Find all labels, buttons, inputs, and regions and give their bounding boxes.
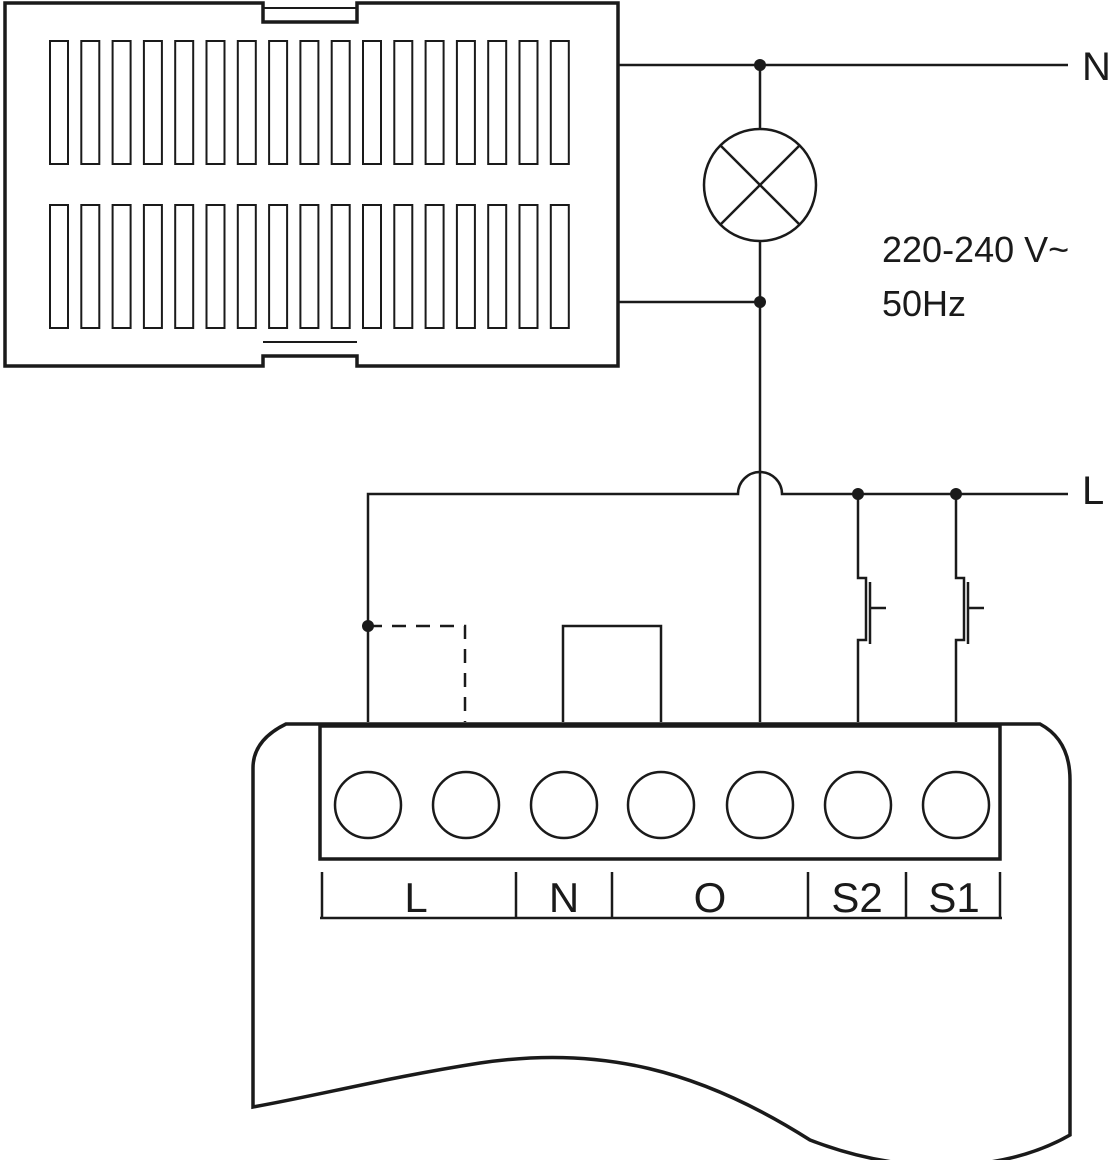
vent-slot bbox=[549, 40, 570, 165]
vent-slot bbox=[424, 40, 445, 165]
vent-slot bbox=[518, 40, 539, 165]
vent-slot bbox=[299, 40, 320, 165]
vent-slot bbox=[393, 204, 414, 329]
vent-slot bbox=[455, 204, 476, 329]
terminal-screw-icon bbox=[823, 770, 893, 840]
neutral-bridge bbox=[561, 624, 663, 722]
vent-slot bbox=[330, 204, 351, 329]
vent-slot bbox=[362, 204, 382, 329]
terminal-label-l: L bbox=[404, 874, 427, 921]
vent-slot bbox=[174, 40, 195, 165]
terminal-screw-icon bbox=[626, 770, 696, 840]
vent-slot bbox=[330, 40, 351, 165]
terminal-label-s2: S2 bbox=[831, 874, 882, 921]
terminal-label-n: N bbox=[549, 874, 579, 921]
line-label: L bbox=[1082, 469, 1104, 513]
frequency-label: 50Hz bbox=[882, 283, 966, 324]
terminal-screw-icon bbox=[529, 770, 599, 840]
terminal-label-o: O bbox=[694, 874, 727, 921]
vent-slot bbox=[142, 40, 163, 165]
terminal-label-bar: L N O S2 S1 bbox=[320, 872, 1002, 921]
vent-slot bbox=[487, 204, 508, 329]
vent-slot bbox=[205, 204, 226, 329]
output-wire bbox=[618, 296, 766, 722]
pushbutton-icon bbox=[954, 494, 984, 722]
voltage-label: 220-240 V~ bbox=[882, 229, 1069, 270]
vent-slot bbox=[111, 204, 132, 329]
vent-slot bbox=[268, 40, 289, 165]
vent-slot bbox=[205, 40, 226, 165]
vent-slot bbox=[549, 204, 570, 329]
vent-slot bbox=[362, 40, 382, 165]
vent-slot bbox=[518, 204, 539, 329]
terminal-screw-icon bbox=[725, 770, 795, 840]
vent-slot bbox=[299, 204, 320, 329]
power-supply-module-icon bbox=[3, 1, 620, 368]
terminal-screw-icon bbox=[333, 770, 403, 840]
vent-slots-top bbox=[49, 40, 570, 165]
vent-slot bbox=[455, 40, 476, 165]
vent-slot bbox=[487, 40, 508, 165]
vent-slot bbox=[424, 204, 445, 329]
vent-slot bbox=[268, 204, 289, 329]
neutral-wire bbox=[618, 59, 1068, 71]
vent-slot bbox=[49, 40, 69, 165]
vent-slot bbox=[49, 204, 69, 329]
vent-slot bbox=[111, 40, 132, 165]
vent-slot bbox=[142, 204, 163, 329]
lamp-icon bbox=[702, 65, 818, 302]
vent-slot bbox=[236, 204, 257, 329]
terminal-screw-icon bbox=[921, 770, 991, 840]
device-body bbox=[251, 722, 1072, 1160]
vent-slot bbox=[174, 204, 195, 329]
pushbutton-icon bbox=[856, 494, 886, 722]
vent-slot bbox=[80, 40, 101, 165]
neutral-label: N bbox=[1082, 45, 1110, 89]
terminal-label-s1: S1 bbox=[928, 874, 979, 921]
terminal-screw-icon bbox=[431, 770, 501, 840]
optional-bridge bbox=[368, 624, 467, 722]
vent-slot bbox=[80, 204, 101, 329]
terminal-screws bbox=[333, 770, 991, 840]
line-wire bbox=[362, 470, 1068, 722]
vent-slot bbox=[236, 40, 257, 165]
vent-slots-bottom bbox=[49, 204, 570, 329]
vent-slot bbox=[393, 40, 414, 165]
